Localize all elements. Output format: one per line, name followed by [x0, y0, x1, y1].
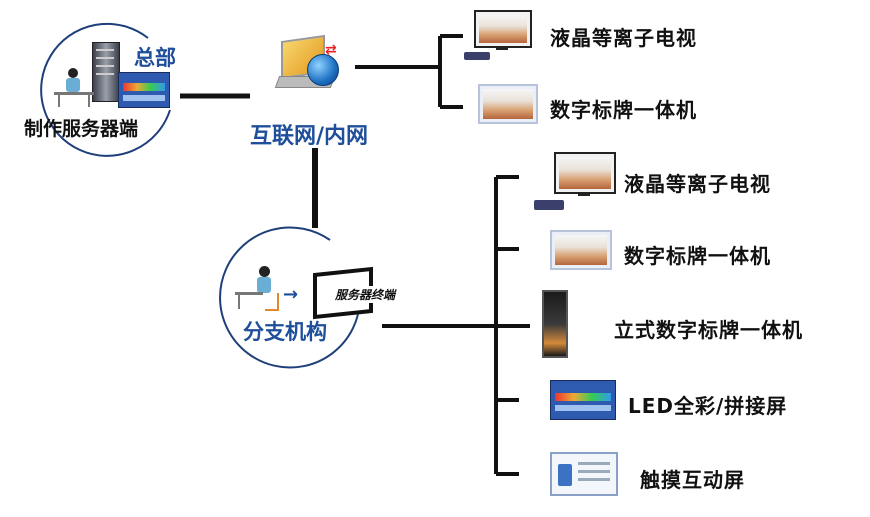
- headquarters-node: 总部 制作服务器端: [20, 20, 185, 160]
- network-label: 互联网/内网: [250, 124, 369, 149]
- device-label: 触摸互动屏: [640, 468, 745, 492]
- standing-kiosk-icon: [542, 290, 568, 358]
- tv-icon: [554, 152, 616, 194]
- headquarters-circle: [40, 22, 171, 157]
- headquarters-caption: 制作服务器端: [24, 118, 139, 140]
- computer-globe-icon: ⇄: [274, 32, 345, 102]
- network-node: ⇄ 互联网/内网: [240, 28, 390, 153]
- branch-title: 分支机构: [243, 320, 327, 344]
- operator-icon: [235, 266, 283, 312]
- branch-device-signage: 数字标牌一体机: [520, 228, 820, 276]
- set-top-box-icon: [534, 200, 564, 210]
- device-label: 立式数字标牌一体机: [614, 318, 803, 342]
- touch-screen-icon: [550, 452, 618, 496]
- branch-device-tv: 液晶等离子电视: [520, 150, 820, 214]
- signage-display-icon: [478, 84, 538, 124]
- device-label: 液晶等离子电视: [624, 172, 771, 196]
- tv-icon: [474, 10, 532, 48]
- branch-node: → 服务器终端 分支机构: [225, 228, 398, 358]
- branch-device-touch: 触摸互动屏: [520, 450, 820, 498]
- signage-display-icon: [550, 230, 612, 270]
- control-panel-icon: [118, 72, 170, 108]
- device-label: 数字标牌一体机: [550, 98, 697, 122]
- branch-device-standing-signage: 立式数字标牌一体机: [520, 290, 840, 360]
- arrow-right-icon: →: [283, 284, 299, 305]
- branch-circle: [219, 226, 361, 369]
- set-top-box-icon: [464, 52, 490, 60]
- branch-terminal-label: 服务器终端: [333, 286, 398, 303]
- led-wall-icon: [550, 380, 616, 420]
- device-label: 数字标牌一体机: [624, 244, 771, 268]
- operator-icon: [54, 68, 94, 108]
- top-device-signage: 数字标牌一体机: [464, 84, 724, 128]
- headquarters-title: 总部: [134, 46, 176, 70]
- device-label: LED全彩/拼接屏: [628, 394, 788, 418]
- top-device-tv: 液晶等离子电视: [464, 8, 724, 64]
- branch-device-led: LED全彩/拼接屏: [520, 380, 820, 424]
- server-tower-icon: [92, 42, 120, 102]
- device-label: 液晶等离子电视: [550, 26, 697, 50]
